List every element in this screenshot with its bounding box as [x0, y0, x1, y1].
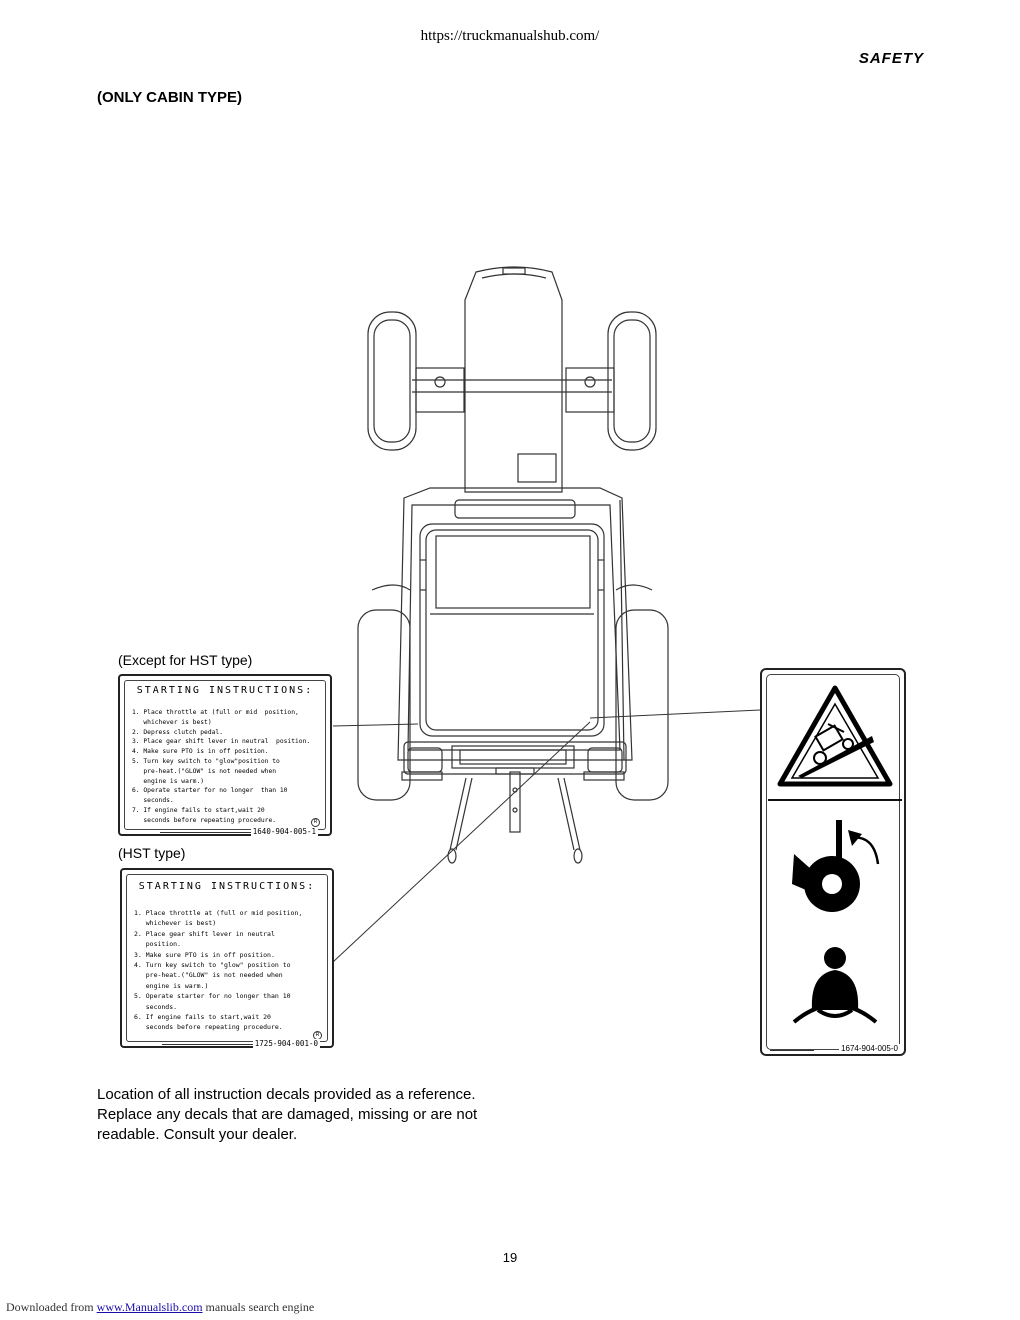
decal-part-number: 1725-904-001-0	[252, 1039, 320, 1048]
rollover-warning-decal: 1674-904-005-0	[760, 668, 906, 1056]
registered-mark-icon: R	[311, 818, 320, 827]
rops-raise-icon	[792, 820, 880, 912]
decal-steps: 1. Place throttle at (full or mid positi…	[132, 709, 311, 824]
decal-location-note: Location of all instruction decals provi…	[97, 1086, 478, 1143]
decal-title: STARTING INSTRUCTIONS:	[136, 685, 314, 696]
starting-instructions-decal-except-hst: STARTING INSTRUCTIONS: 1. Place throttle…	[118, 674, 332, 836]
page-number: 19	[502, 1250, 518, 1265]
footer-prefix: Downloaded from	[6, 1300, 94, 1314]
decal-part-number: 1640-904-005-1	[250, 827, 318, 836]
manualslib-link[interactable]: www.Manualslib.com	[96, 1300, 203, 1314]
footer-suffix: manuals search engine	[205, 1300, 315, 1314]
decal-caption-except-hst: (Except for HST type)	[118, 652, 253, 668]
download-footer: Downloaded from www.Manualslib.com manua…	[6, 1300, 314, 1315]
seatbelt-icon	[792, 947, 878, 1024]
decal-caption-hst: (HST type)	[118, 845, 186, 861]
site-url: https://truckmanualshub.com/	[420, 28, 600, 44]
decal-steps: 1. Place throttle at (full or mid positi…	[134, 909, 303, 1032]
page-heading: (ONLY CABIN TYPE)	[97, 89, 243, 106]
decal-part-number: 1674-904-005-0	[839, 1044, 900, 1053]
starting-instructions-decal-hst: STARTING INSTRUCTIONS: 1. Place throttle…	[120, 868, 334, 1048]
rollover-warning-icon	[777, 685, 893, 787]
decal-title: STARTING INSTRUCTIONS:	[138, 881, 316, 892]
section-title: SAFETY	[858, 50, 924, 67]
